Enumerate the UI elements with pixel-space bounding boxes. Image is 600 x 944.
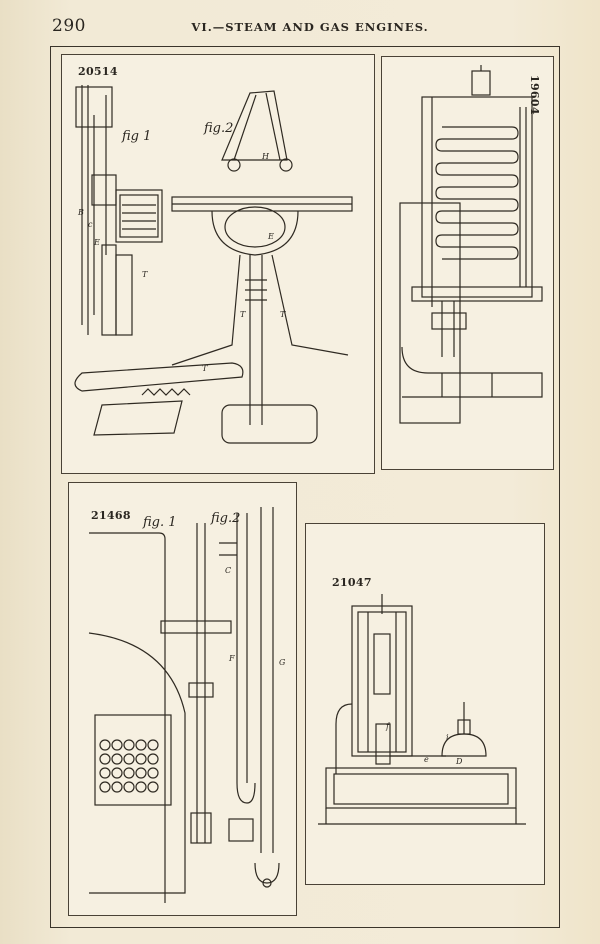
illustration-frame [50, 46, 560, 928]
svg-text:F: F [228, 654, 235, 663]
svg-text:H: H [261, 152, 270, 161]
engraving-still-apparatus: f e D i [318, 594, 526, 825]
svg-text:B: B [77, 208, 84, 217]
svg-text:T: T [142, 270, 148, 279]
svg-text:E: E [93, 238, 100, 247]
figure-label: fig.2 [211, 511, 241, 526]
plate-21047: 21047 f [305, 523, 545, 885]
svg-text:c: c [88, 220, 93, 229]
figure-label: fig.2 [204, 121, 234, 136]
svg-text:D: D [455, 757, 463, 766]
figure-label: fig 1 [122, 129, 152, 144]
patent-number: 21468 [91, 509, 131, 522]
plate-19604: 19604 [381, 56, 554, 470]
svg-text:G: G [279, 658, 286, 667]
svg-text:C: C [225, 566, 231, 575]
figure-label: fig. 1 [143, 515, 177, 530]
svg-text:i: i [446, 733, 449, 742]
svg-text:T: T [280, 310, 286, 319]
running-title: VI.—STEAM AND GAS ENGINES. [191, 20, 429, 34]
page-number: 290 [52, 16, 86, 36]
svg-text:E: E [267, 232, 274, 241]
engraving-condenser-coil [399, 65, 543, 424]
patent-number: 21047 [332, 576, 372, 589]
engraving-water-gauge: C F G [88, 507, 286, 903]
svg-text:T: T [202, 364, 208, 373]
svg-text:f: f [385, 722, 391, 731]
patent-number: 19604 [528, 75, 541, 115]
page-header: 290 VI.—STEAM AND GAS ENGINES. [0, 16, 600, 40]
plate-20514: 20514 fig 1 fig.2 [61, 54, 375, 474]
svg-text:T: T [240, 310, 246, 319]
svg-text:e: e [424, 755, 429, 764]
patent-number: 20514 [78, 65, 118, 78]
engraving-governor: B c E T H E T T T [74, 85, 353, 444]
plate-21468: 21468 fig. 1 fig.2 [68, 482, 297, 916]
